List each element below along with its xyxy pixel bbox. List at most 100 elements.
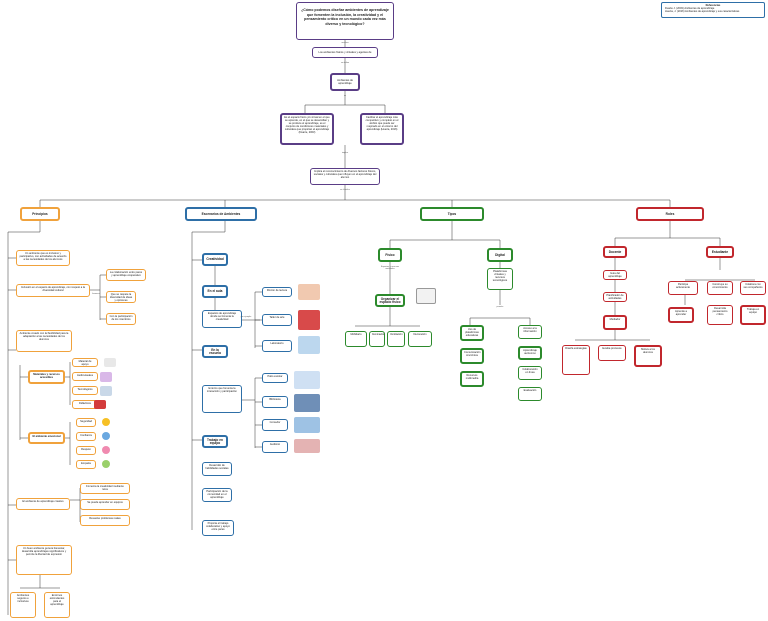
principio-inclusion: Inclusión en el espacio de aprendizaje, …: [16, 284, 90, 297]
classroom-photo: [298, 284, 320, 300]
tipo-digital: Digital: [487, 248, 513, 262]
category-roles: Roles: [636, 207, 704, 221]
rol-estudiante: Estudiante: [706, 246, 734, 258]
estudiante-sub: Trabaja en equipo: [740, 305, 766, 325]
digital-left-item: Comunicación sincrónica: [460, 348, 484, 364]
digital-right-item: Aprendizaje autónomo: [518, 346, 542, 360]
docente-sub: Diseña estrategias: [562, 345, 590, 375]
digital-right-item: Evaluación: [518, 387, 542, 401]
estudiante-item: Colabora con sus compañeros: [740, 281, 766, 295]
label-se-define: se define: [340, 62, 350, 64]
escenario-comunidad: Participación de la comunidad en el apre…: [202, 488, 232, 502]
escenario-trabajo: Trabajo en equipo: [202, 435, 228, 448]
people-icon: [102, 460, 110, 468]
docente-item: Planificador de actividades: [603, 292, 627, 302]
blocks-icon: [94, 400, 106, 409]
material-item: Material de apoyo: [72, 358, 98, 367]
principio-sub3: Con la participación de los miembros: [106, 313, 136, 325]
category-principios: Principios: [20, 207, 60, 221]
emotion-item: Empatía: [76, 460, 96, 469]
tipo-fisico: Físico: [378, 248, 402, 262]
estudiante-sub: Aprende a aprender: [668, 307, 694, 323]
label-es: es: [343, 95, 347, 97]
digital-desc: Plataformas virtuales y recursos tecnoló…: [487, 268, 513, 290]
heart-icon: [102, 446, 110, 454]
ambientes-node: Ambientes de aprendizaje: [330, 73, 360, 91]
aula-item: Taller de arte: [262, 314, 292, 326]
library-photo: [294, 394, 320, 412]
docente-sub: Evalúa procesos: [598, 345, 626, 361]
principio-intro: Un ambiente que es inclusivo y participa…: [16, 250, 70, 266]
shield-icon: [102, 418, 110, 426]
digital-left-item: Uso de plataformas educativas: [460, 325, 484, 341]
fisico-item: Mobiliario: [345, 331, 367, 347]
material-item: Tecnológicos: [72, 386, 98, 395]
fisico-item: Decoración: [408, 331, 432, 347]
category-tipos: Tipos: [420, 207, 484, 221]
analysis-node: Los ambientes físicos y virtuales y agen…: [312, 47, 378, 58]
estudiante-sub: Desarrolla pensamiento crítico: [707, 305, 733, 325]
escenario-creatividad: Creatividad: [202, 253, 228, 266]
principio-apoyo: El ambiente de aprendizaje creativo: [16, 498, 70, 510]
principio-final: Un buen ambiente genera bienestar, desar…: [16, 545, 72, 575]
label-permite: permite: [496, 306, 504, 308]
fisico-main: Organizar el espacio físico: [375, 294, 405, 307]
handshake-icon: [102, 432, 110, 440]
label-implica: implica: [341, 152, 349, 154]
principio-final-b: Entornos estimulantes para el aprendizaj…: [44, 592, 70, 618]
art-photo: [298, 310, 320, 330]
principio-final-a: Ambientes seguros e inclusivos: [10, 592, 36, 618]
principio-emocional: El ambiente emocional: [28, 432, 65, 444]
video-icon: [100, 372, 112, 382]
apoyo-item: Resuelve problemas reales: [80, 515, 130, 526]
rol-docente: Docente: [603, 246, 627, 258]
escenario-escuela-desc: Entorno que fomenta la interacción y par…: [202, 385, 242, 413]
digital-right-item: Acceso a la información: [518, 325, 542, 339]
auditorium-photo: [294, 439, 320, 453]
docente-sub: Motiva a los alumnos: [634, 345, 662, 367]
principio-sub1: La colaboración entre pares y aprendizaj…: [106, 269, 146, 281]
label-favorece: favorece: [92, 293, 100, 295]
dining-photo: [294, 417, 320, 433]
category-escenarios: Escenarios de Ambientes: [185, 207, 257, 221]
patio-photo: [294, 371, 320, 389]
fisico-item: Ventilación: [387, 331, 405, 347]
escenario-en-el-aula: En el aula: [202, 285, 228, 298]
emotion-item: Confianza: [76, 432, 96, 441]
references-legend: Referencias Duarte J. (2003) Ambientes d…: [661, 2, 765, 18]
furniture-icon: [416, 288, 436, 304]
escenario-aula-desc: Espacios de aprendizaje donde se fomenta…: [202, 310, 242, 328]
label-analizar: analizar: [341, 42, 349, 44]
escuela-item: Comedor: [262, 419, 288, 431]
aula-item: Laboratorio: [262, 340, 292, 352]
apoyo-item: Se puede aprender en equipos: [80, 499, 130, 510]
principio-materiales: Materiales y recursos accesibles: [28, 370, 65, 384]
principio-sub2: Que se respete la diversidad de ideas y …: [106, 291, 136, 303]
escuela-item: Patio escolar: [262, 373, 288, 383]
definition-right: Facilitar el aprendizaje más competitivo…: [360, 113, 404, 145]
escuela-item: Auditorio: [262, 441, 288, 453]
emotion-item: Respeto: [76, 446, 96, 455]
label-se-clasifica: se clasifica: [340, 189, 350, 191]
material-item: Audiovisuales: [72, 372, 98, 381]
definition-left: Es el espacio físico y/o virtual en el q…: [280, 113, 334, 145]
legend-item: Duarte J. (2003) Ambientes de aprendizaj…: [665, 7, 715, 10]
fisico-item: Iluminación: [369, 331, 385, 347]
escenario-trabajo-desc: Desarrollo de habilidades sociales: [202, 462, 232, 476]
escenario-en-la-escuela: En la escuela: [202, 345, 228, 358]
docente-item: Guía del aprendizaje: [603, 270, 627, 280]
digital-right-item: Colaboración en línea: [518, 366, 542, 380]
emotion-item: Seguridad: [76, 418, 96, 427]
guiding-question: ¿Cómo podemos diseñar ambientes de apren…: [296, 2, 394, 40]
escenario-cierre: Propicia el trabajo colaborativo y apoyo…: [202, 520, 234, 536]
aula-item: Rincón de lectura: [262, 287, 292, 297]
book-icon: [104, 358, 116, 367]
implication-node: Implica el reconocimiento de diversos fa…: [310, 168, 380, 185]
docente-item: Mediador: [603, 315, 627, 330]
legend-item: Huerta, J. (2016) Ambientes de aprendiza…: [665, 10, 740, 13]
principio-intro2: Ambiente creado con la flexibilidad para…: [16, 330, 72, 352]
estudiante-item: Participa activamente: [668, 281, 698, 295]
escuela-item: Biblioteca: [262, 396, 288, 408]
fisico-desc: Espacios y recursos materiales: [381, 266, 399, 271]
apoyo-item: Fomenta la creatividad mediante retos: [80, 483, 130, 494]
